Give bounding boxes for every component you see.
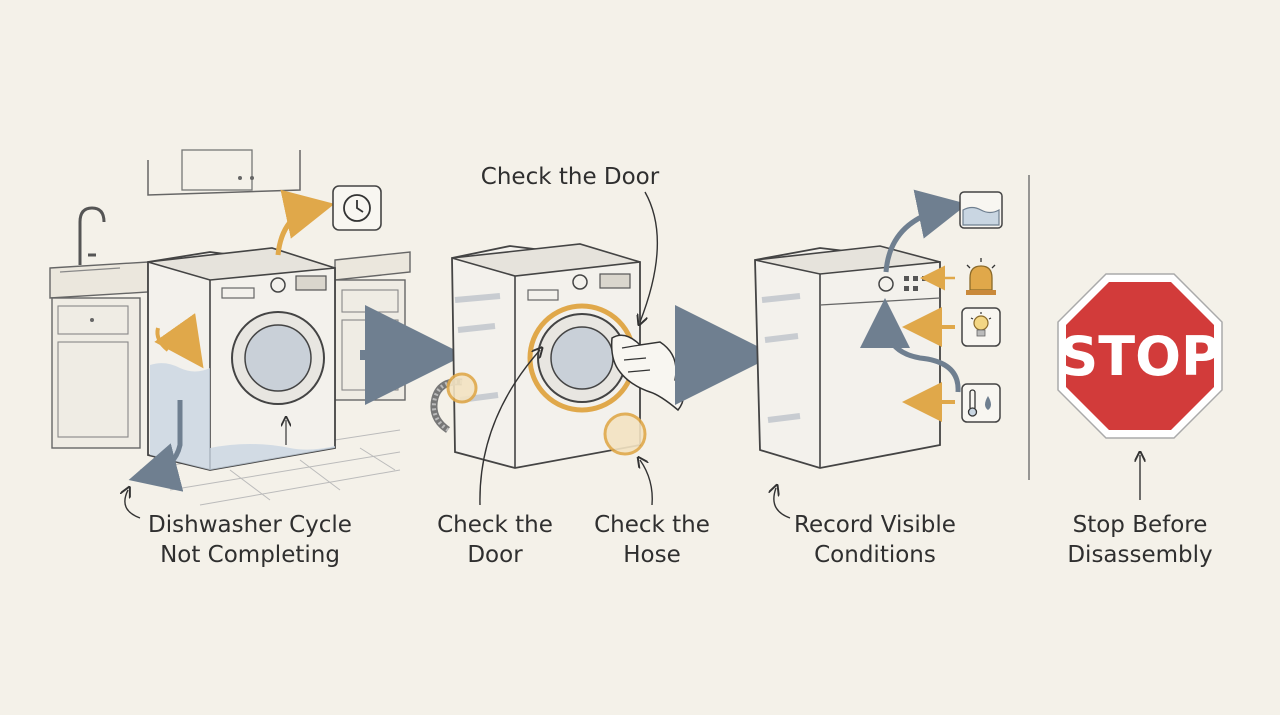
stop-sign: STOP bbox=[1057, 273, 1223, 439]
temperature-icon bbox=[961, 383, 1001, 423]
step3-illustration bbox=[754, 189, 968, 519]
callout-check-the-door: Check the Door bbox=[480, 164, 660, 190]
clock-icon bbox=[332, 185, 382, 231]
warning-light-icon bbox=[966, 258, 996, 295]
water-level-icon bbox=[959, 191, 1003, 229]
stop-sign-text: STOP bbox=[1059, 325, 1220, 388]
light-bulb-icon bbox=[961, 307, 1001, 347]
step2-illustration bbox=[430, 191, 684, 506]
